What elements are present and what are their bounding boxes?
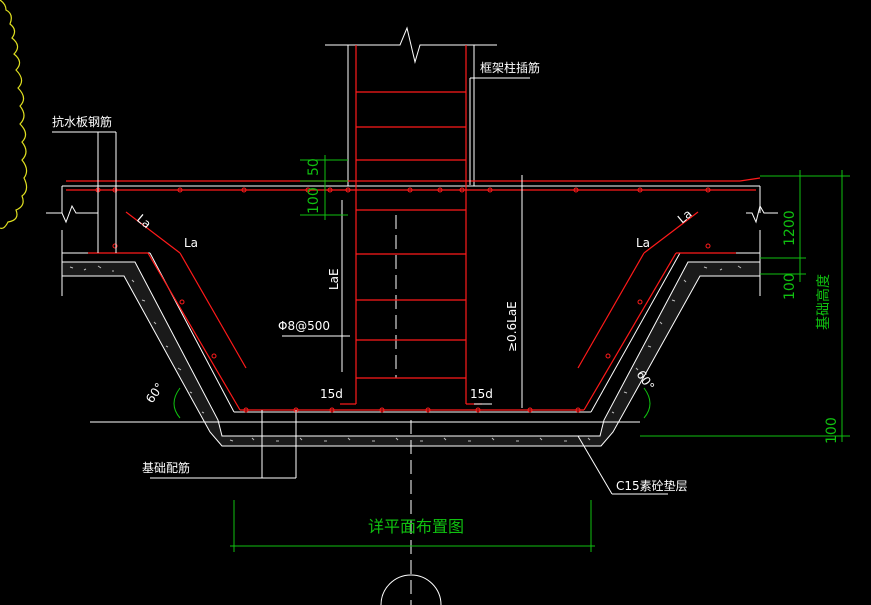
hook-right-label: 15d [470, 387, 493, 401]
dim-50: 50 [306, 158, 322, 176]
cushion-label: C15素砼垫层 [616, 478, 688, 493]
la-diag-right-label: La [675, 207, 695, 227]
la-right-label: La [636, 236, 650, 250]
dim-100-top: 100 [306, 187, 322, 214]
la-diag-left-label: La [134, 212, 154, 232]
lae-label: LaE [327, 268, 341, 290]
dim-100-bottom: 100 [824, 417, 840, 444]
dim-foundation-height: 基础高度 [815, 274, 832, 330]
drawing-title: 详平面布置图 [368, 517, 464, 536]
revision-cloud [0, 0, 28, 229]
hook-left-label: 15d [320, 387, 343, 401]
center-axis [380, 215, 442, 605]
cushion-layer [61, 261, 761, 447]
dim-100-right: 100 [782, 273, 798, 300]
dim-1200: 1200 [782, 210, 798, 246]
column-outline [325, 26, 497, 186]
stirrup-label: Φ8@500 [278, 319, 330, 333]
waterproof-rebar-label: 抗水板钢筋 [52, 114, 112, 129]
leader-lines [52, 77, 668, 495]
la-left-label: La [184, 236, 198, 250]
rebar-dots [95, 187, 711, 413]
column-rebar-label: 框架柱插筋 [480, 60, 540, 75]
dimension-lines [173, 155, 850, 552]
angle-left-label: 60° [143, 380, 167, 405]
anchor-label: ≥0.6LaE [505, 301, 519, 352]
base-rebar-label: 基础配筋 [142, 460, 190, 475]
rebar-lines [66, 45, 761, 411]
